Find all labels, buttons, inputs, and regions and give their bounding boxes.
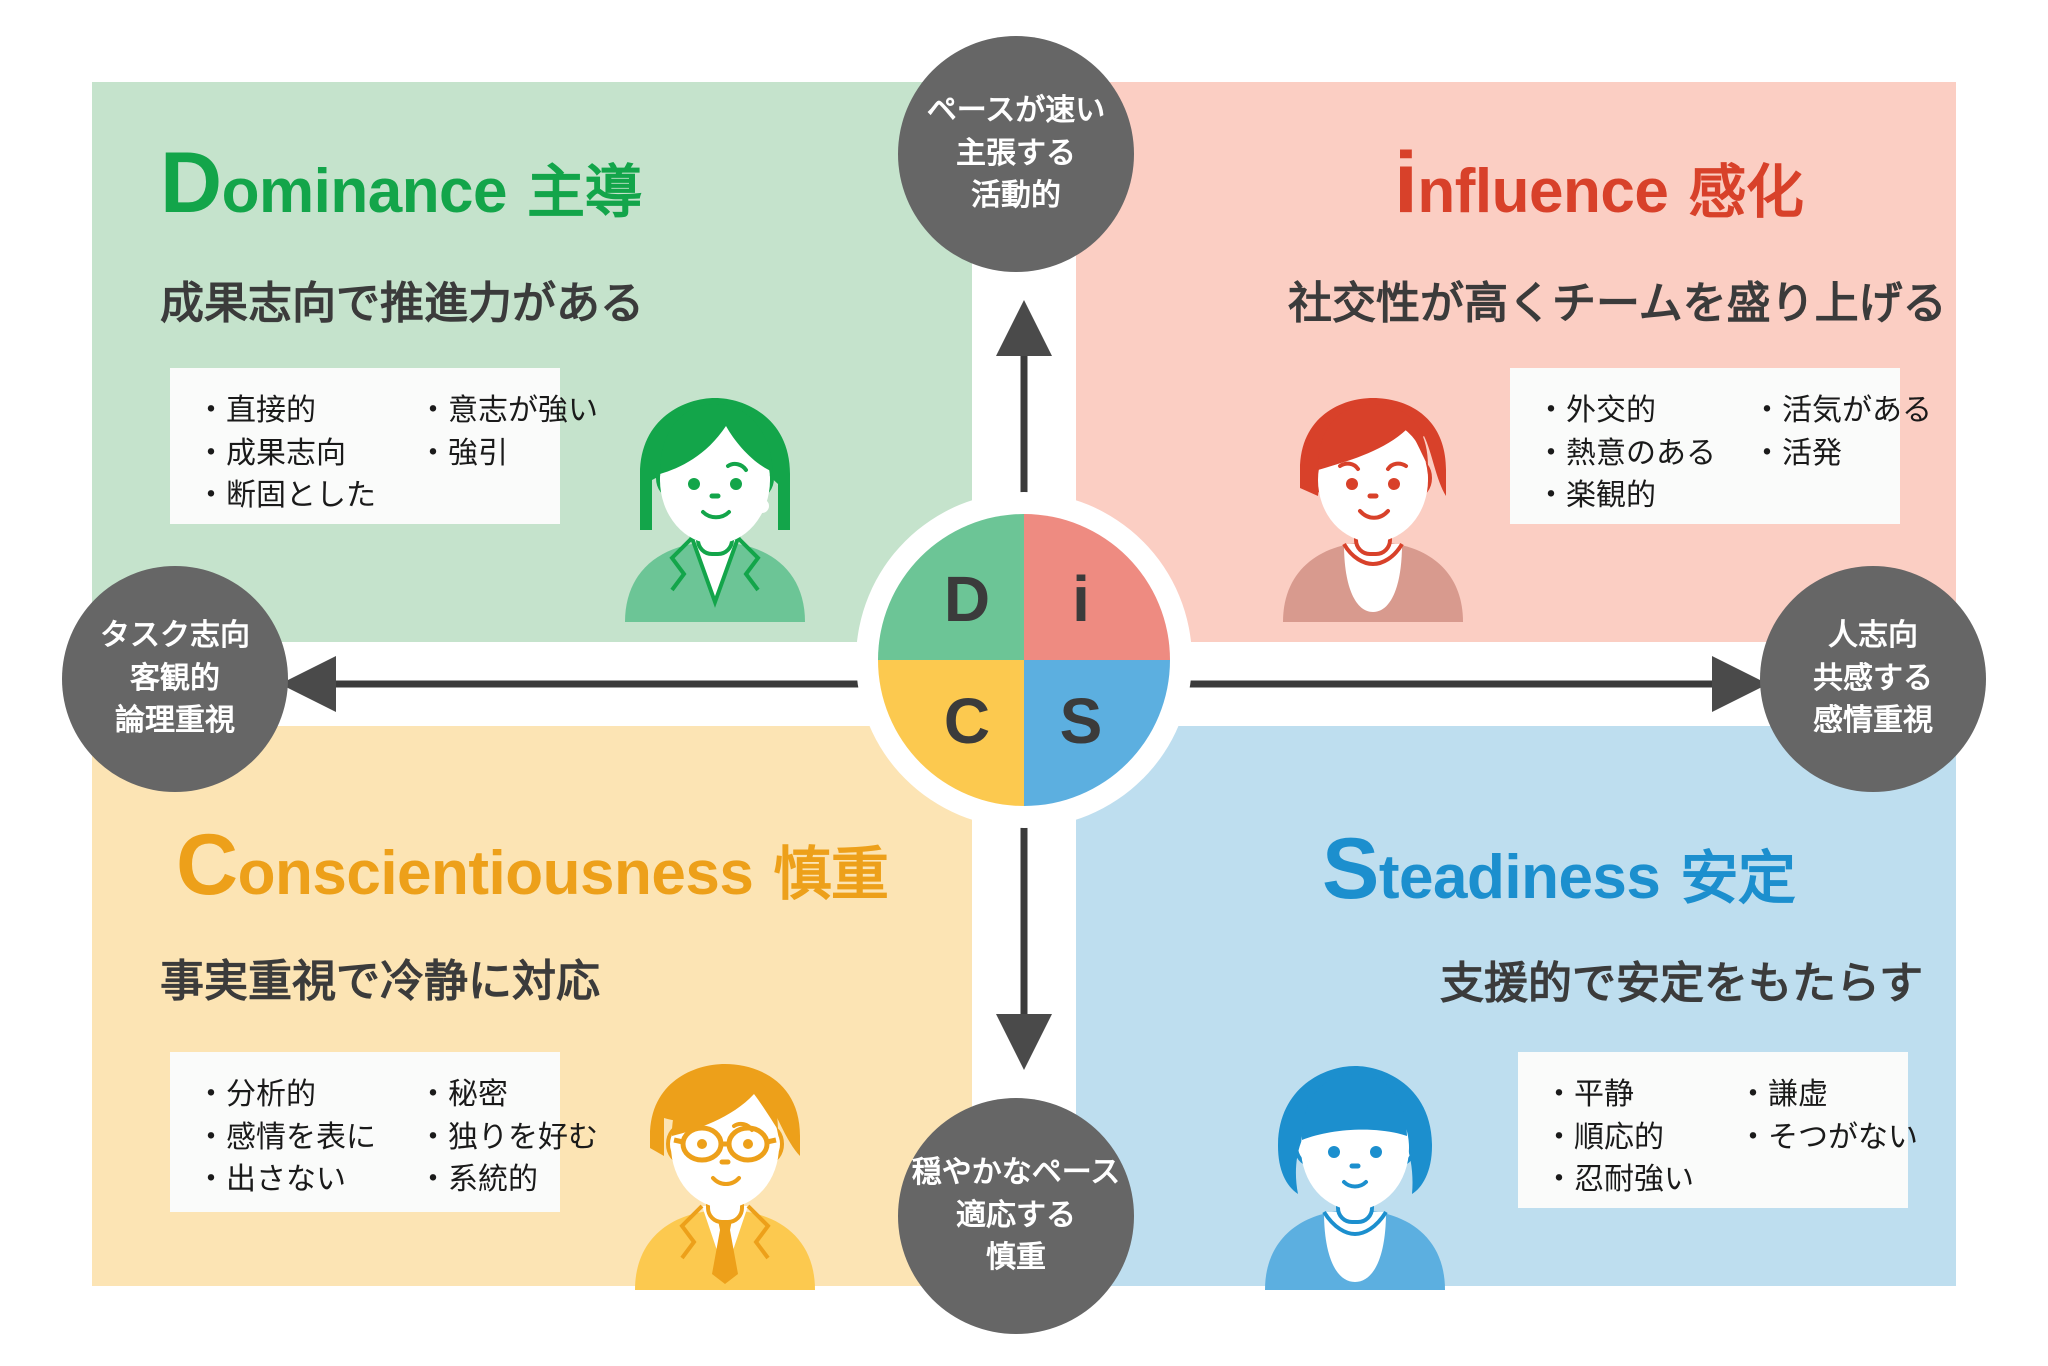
- traits-influence-col-1: 外交的 熱意のある 楽観的: [1536, 390, 1716, 512]
- list-item: 系統的: [418, 1159, 598, 1202]
- person-orange-glasses-avatar: [635, 1064, 815, 1290]
- subtitle-influence: 社交性が高くチームを盛り上げる: [1288, 279, 1947, 328]
- list-item: 秘密: [418, 1074, 598, 1117]
- traits-conscientiousness-col-1: 分析的 感情を表に 出さない: [196, 1074, 376, 1196]
- wheel-segment-d: D: [878, 514, 1024, 660]
- title-conscientiousness-jp: 慎重: [773, 842, 889, 907]
- woman-green-avatar: [625, 398, 805, 622]
- traits-influence: 外交的 熱意のある 楽観的 活気がある 活発: [1510, 368, 1932, 524]
- title-influence-cap: i: [1394, 135, 1418, 231]
- list-item: 忍耐強い: [1544, 1159, 1694, 1202]
- traits-steadiness-col-1: 平静 順応的 忍耐強い: [1544, 1074, 1694, 1196]
- people-oriented-line-2: 共感する: [1813, 661, 1933, 695]
- subtitle-steadiness: 支援的で安定をもたらす: [1440, 959, 1924, 1008]
- slow-pace-pill: 穏やかなペース 適応する 慎重: [898, 1098, 1134, 1334]
- fast-pace-line-2: 主張する: [956, 136, 1076, 170]
- slow-pace-line-3: 慎重: [986, 1241, 1046, 1275]
- traits-conscientiousness-col-2: 秘密 独りを好む 系統的: [418, 1074, 598, 1196]
- task-oriented-line-1: タスク志向: [100, 619, 250, 653]
- traits-dominance: 直接的 成果志向 断固とした 意志が強い 強引: [170, 368, 598, 524]
- slow-pace-line-1: 穏やかなペース: [911, 1156, 1121, 1190]
- list-item: 楽観的: [1536, 475, 1716, 518]
- wheel-label-i: i: [1072, 563, 1090, 635]
- task-oriented-line-3: 論理重視: [115, 704, 235, 738]
- list-item: 外交的: [1536, 390, 1716, 433]
- fast-pace-line-1: ペースが速い: [926, 94, 1106, 128]
- wheel-label-c: C: [943, 685, 991, 757]
- title-influence-rest: nfluence: [1417, 157, 1669, 226]
- traits-influence-col-2: 活気がある 活発: [1752, 390, 1932, 502]
- fast-pace-pill: ペースが速い 主張する 活動的: [898, 36, 1134, 272]
- subtitle-dominance: 成果志向で推進力がある: [160, 279, 644, 328]
- list-item: 順応的: [1544, 1117, 1694, 1160]
- list-item: 意志が強い: [418, 390, 598, 433]
- traits-steadiness: 平静 順応的 忍耐強い 謙虚 そつがない: [1518, 1052, 1918, 1208]
- fast-pace-line-3: 活動的: [971, 179, 1061, 213]
- quadrant-panel-influence: [1076, 82, 1956, 642]
- traits-dominance-col-1: 直接的 成果志向 断固とした: [196, 390, 376, 512]
- wheel-segment-c: C: [878, 660, 1024, 806]
- title-steadiness-rest: teadiness: [1378, 843, 1661, 912]
- task-oriented-line-2: 客観的: [130, 661, 220, 695]
- slow-pace-line-2: 適応する: [956, 1198, 1076, 1232]
- title-conscientiousness-rest: onscientiousness: [237, 839, 754, 908]
- subtitle-conscientiousness: 事実重視で冷静に対応: [160, 957, 600, 1006]
- list-item: 独りを好む: [418, 1117, 598, 1160]
- people-oriented-pill: 人志向 共感する 感情重視: [1760, 566, 1986, 792]
- traits-conscientiousness: 分析的 感情を表に 出さない 秘密 独りを好む 系統的: [170, 1052, 598, 1212]
- title-dominance-rest: ominance: [221, 157, 508, 226]
- title-dominance-jp: 主導: [527, 160, 643, 225]
- list-item: 活発: [1752, 433, 1932, 476]
- wheel-label-s: S: [1059, 685, 1103, 757]
- traits-steadiness-col-2: 謙虚 そつがない: [1738, 1074, 1918, 1186]
- list-item: 平静: [1544, 1074, 1694, 1117]
- quadrant-panel-dominance: [92, 82, 972, 642]
- list-item: 分析的: [196, 1074, 376, 1117]
- list-item: 感情を表に: [196, 1117, 376, 1160]
- person-red-avatar: [1283, 398, 1463, 622]
- title-steadiness-cap: S: [1322, 821, 1379, 917]
- list-item: 謙虚: [1738, 1074, 1918, 1117]
- list-item: 成果志向: [196, 433, 376, 476]
- title-conscientiousness-cap: C: [176, 817, 238, 913]
- wheel-disc: D i C S: [878, 514, 1170, 806]
- title-steadiness-jp: 安定: [1680, 846, 1796, 911]
- list-item-continuation: 出さない: [196, 1159, 376, 1202]
- wheel-label-d: D: [943, 563, 991, 635]
- list-item: 断固とした: [196, 475, 376, 518]
- wheel-segment-i: i: [1024, 514, 1170, 660]
- list-item: そつがない: [1738, 1117, 1918, 1160]
- wheel-segment-s: S: [1024, 660, 1170, 806]
- woman-blue-avatar: [1265, 1066, 1445, 1290]
- traits-dominance-col-2: 意志が強い 強引: [418, 390, 598, 502]
- title-dominance-cap: D: [160, 135, 222, 231]
- task-oriented-pill: タスク志向 客観的 論理重視: [62, 566, 288, 792]
- people-oriented-line-1: 人志向: [1828, 619, 1918, 653]
- title-influence-jp: 感化: [1688, 160, 1804, 225]
- list-item: 直接的: [196, 390, 376, 433]
- disc-center-wheel: D i C S: [856, 492, 1192, 828]
- list-item: 熱意のある: [1536, 433, 1716, 476]
- people-oriented-line-3: 感情重視: [1813, 704, 1933, 738]
- list-item: 活気がある: [1752, 390, 1932, 433]
- list-item: 強引: [418, 433, 598, 476]
